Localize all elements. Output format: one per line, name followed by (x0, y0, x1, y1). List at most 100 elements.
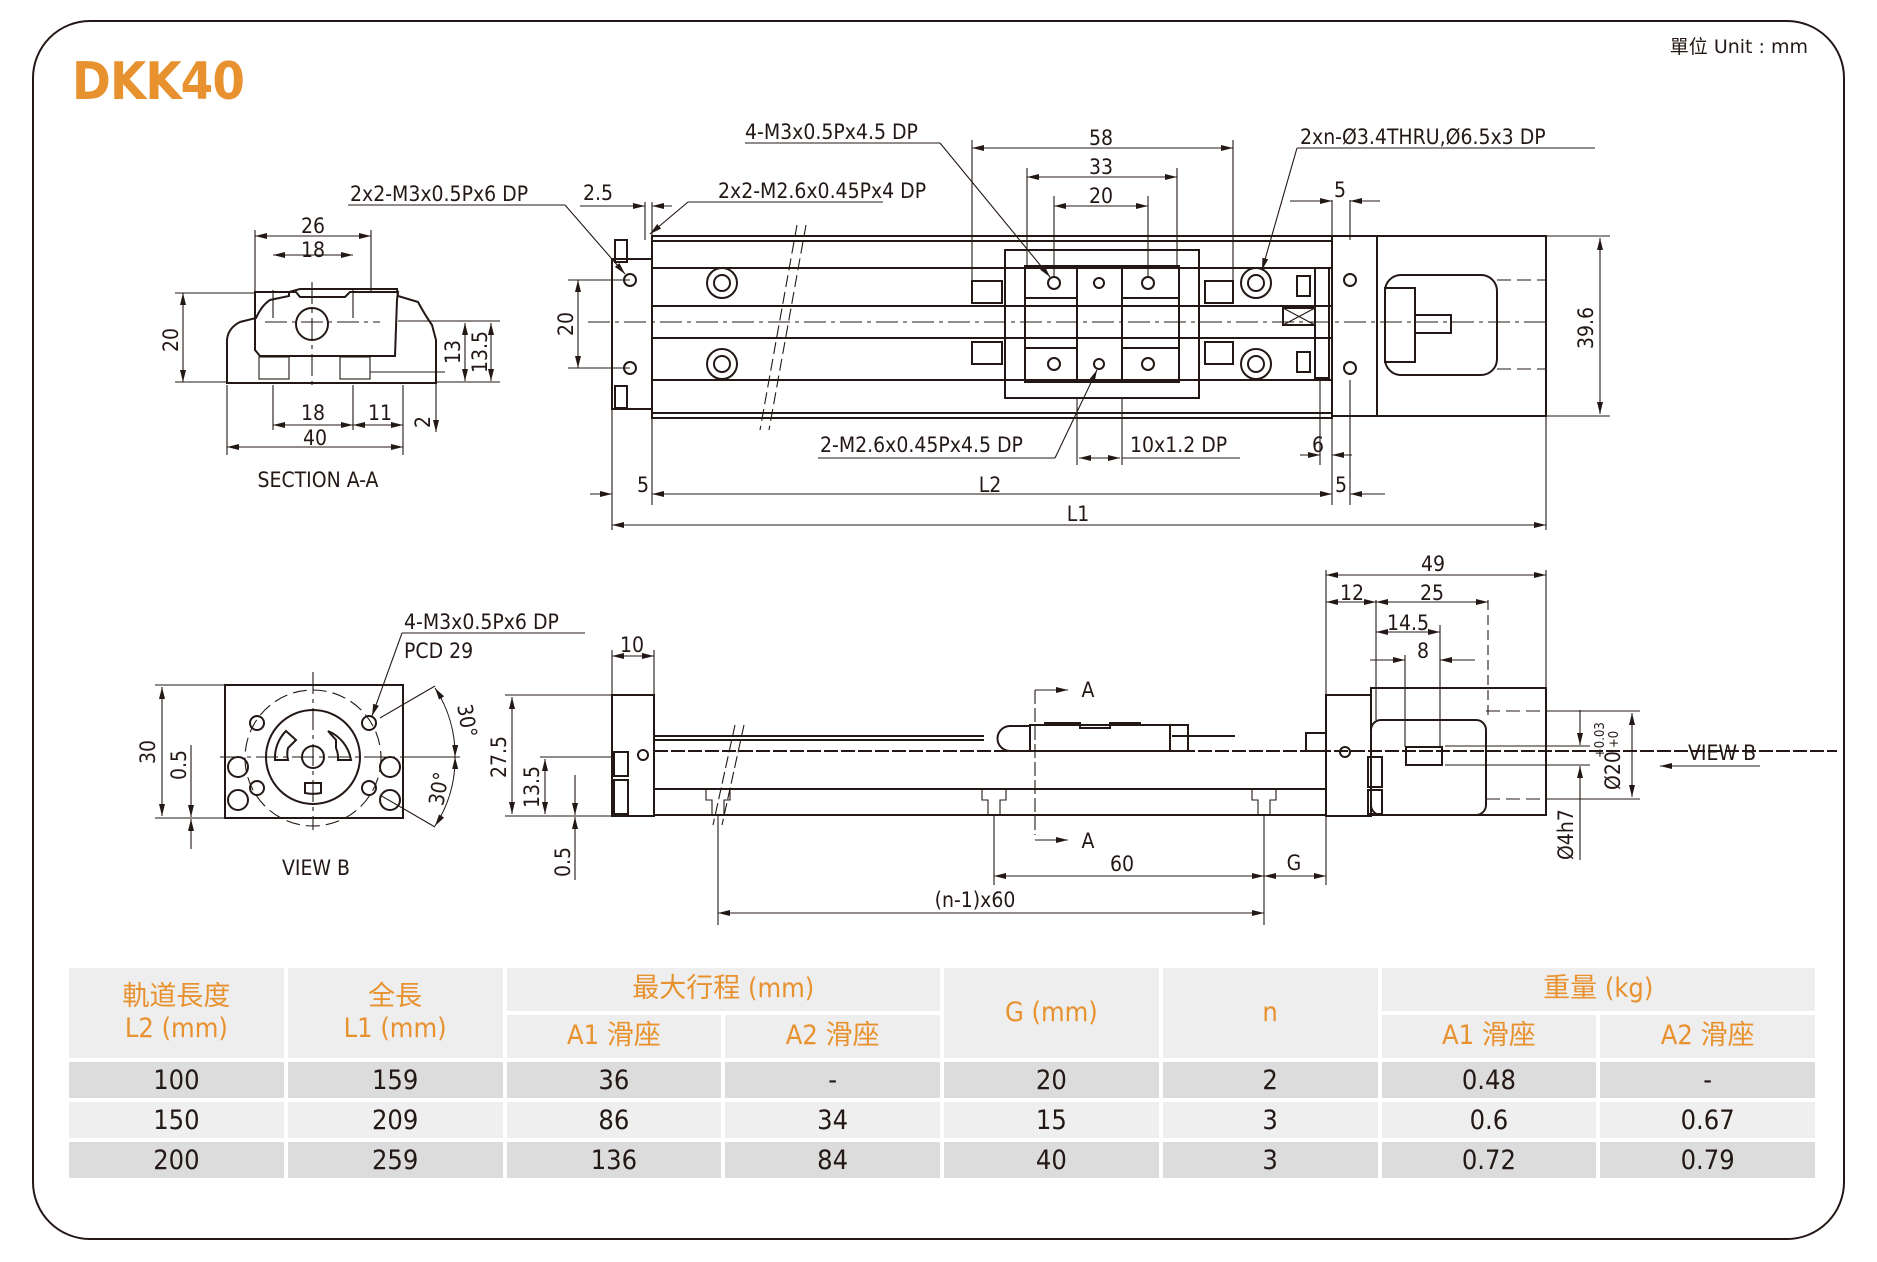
header-total-length: 全長 L1 (mm) (287, 968, 503, 1058)
cell-stroke-a2: 84 (725, 1142, 940, 1178)
dim-viewb-30: 30 (136, 740, 160, 764)
dim-section-18-top: 18 (301, 238, 325, 262)
dim-top-5-right: 5 (1335, 473, 1347, 497)
section-caption: SECTION A-A (258, 468, 379, 492)
dim-L1: L1 (1067, 502, 1090, 526)
callout-slot: 10x1.2 DP (1130, 433, 1227, 457)
dim-section-26: 26 (301, 214, 325, 238)
header-rail-length: 軌道長度 L2 (mm) (69, 968, 284, 1058)
cell-l2: 200 (69, 1142, 284, 1178)
cell-weight-a2: 0.67 (1600, 1102, 1815, 1138)
dim-top-5-left: 5 (637, 473, 649, 497)
header-g: G (mm) (944, 968, 1159, 1058)
dim-side-g: G (1287, 851, 1302, 875)
dim-top-2-5: 2.5 (583, 181, 613, 205)
dim-section-18-bottom: 18 (301, 401, 325, 425)
cell-weight-a1: 0.6 (1381, 1102, 1597, 1138)
dim-section-height-20: 20 (159, 328, 183, 352)
table-row: 100 159 36 - 20 2 0.48 - (69, 1062, 1815, 1098)
dim-top-height-20: 20 (554, 312, 578, 336)
header-weight-a2: A2 滑座 (1600, 1015, 1815, 1058)
dim-top-6: 6 (1312, 433, 1324, 457)
cell-weight-a2: - (1600, 1062, 1815, 1098)
spec-table: 軌道長度 L2 (mm) 全長 L1 (mm) 最大行程 (mm) G (mm)… (65, 964, 1819, 1182)
cell-stroke-a2: 34 (725, 1102, 940, 1138)
header-rail-length-unit: L2 (mm) (124, 1013, 228, 1044)
callout-side-tap: 2x2-M2.6x0.45Px4 DP (718, 179, 926, 203)
cell-l1: 209 (287, 1102, 503, 1138)
header-weight: 重量 (kg) (1381, 968, 1815, 1011)
header-total-length-label: 全長 (368, 980, 423, 1012)
coupling-shape (273, 729, 298, 761)
dim-side-0-5: 0.5 (551, 847, 575, 877)
dim-top-39-6: 39.6 (1574, 307, 1598, 349)
cell-l2: 100 (69, 1062, 284, 1098)
cell-stroke-a2: - (725, 1062, 940, 1098)
table-row: 200 259 136 84 40 3 0.72 0.79 (69, 1142, 1815, 1178)
view-b: 30 0.5 30° 30° 4-M3x0.5Px6 DP PCD 29 VIE… (136, 610, 585, 880)
header-rail-length-label: 軌道長度 (122, 980, 231, 1012)
section-rail-body (226, 288, 437, 384)
dim-section-2: 2 (411, 416, 435, 428)
table-row: 150 209 86 34 15 3 0.6 0.67 (69, 1102, 1815, 1138)
cell-l1: 159 (287, 1062, 503, 1098)
section-mark-bottom: A (1082, 829, 1095, 853)
dim-side-dia20-tol-lower: +0 (1607, 731, 1622, 748)
header-stroke-a1: A1 滑座 (506, 1015, 722, 1058)
header-total-length-unit: L1 (mm) (343, 1013, 447, 1044)
unit-note: 單位 Unit : mm (1669, 36, 1808, 58)
cell-stroke-a1: 136 (506, 1142, 722, 1178)
dim-side-49: 49 (1421, 552, 1445, 576)
header-weight-a1: A1 滑座 (1381, 1015, 1597, 1058)
callout-viewb-pcd: PCD 29 (404, 639, 473, 663)
dim-top-5-upper: 5 (1334, 178, 1346, 202)
cell-l1: 259 (287, 1142, 503, 1178)
dim-section-40: 40 (303, 426, 327, 450)
cell-g: 20 (944, 1062, 1159, 1098)
dim-section-13-5: 13.5 (468, 331, 492, 373)
dim-viewb-angle-top: 30° (452, 702, 481, 739)
cell-weight-a1: 0.48 (1381, 1062, 1597, 1098)
carriage (971, 249, 1330, 399)
motor-end (1331, 235, 1547, 417)
dim-side-14-5: 14.5 (1387, 611, 1429, 635)
dim-side-10: 10 (620, 633, 644, 657)
section-a-a-view: 26 18 20 13 13.5 2 18 11 40 SECTION A-A (159, 214, 500, 492)
dim-top-20: 20 (1089, 184, 1113, 208)
dim-top-58: 58 (1089, 126, 1113, 150)
cell-g: 15 (944, 1102, 1159, 1138)
cell-weight-a1: 0.72 (1381, 1142, 1597, 1178)
dim-viewb-angle-bottom: 30° (424, 770, 453, 807)
cell-n: 3 (1162, 1102, 1378, 1138)
dim-side-span: (n-1)x60 (935, 888, 1016, 912)
section-mark-top: A (1082, 678, 1095, 702)
callout-carriage-tap: 4-M3x0.5Px4.5 DP (745, 120, 918, 144)
cell-stroke-a1: 36 (506, 1062, 722, 1098)
callout-viewb-tap: 4-M3x0.5Px6 DP (404, 610, 559, 634)
dim-viewb-0-5: 0.5 (167, 750, 191, 780)
dim-top-33: 33 (1089, 155, 1113, 179)
cell-n: 3 (1162, 1142, 1378, 1178)
cell-stroke-a1: 86 (506, 1102, 722, 1138)
top-view: 5 L2 5 L1 6 10x1.2 DP 2-M2.6x0.45Px4.5 D… (348, 120, 1610, 530)
cell-l2: 150 (69, 1102, 284, 1138)
cell-n: 2 (1162, 1062, 1378, 1098)
page-frame (32, 20, 1845, 1240)
view-b-arrow-label: VIEW B (1688, 741, 1756, 765)
side-carriage (996, 725, 1031, 752)
dim-section-11: 11 (368, 401, 392, 425)
dim-side-12: 12 (1340, 581, 1364, 605)
section-carriage (254, 291, 400, 357)
dim-section-13: 13 (441, 340, 465, 364)
model-title: DKK40 (72, 52, 245, 112)
end-holes (623, 273, 1357, 375)
dim-side-8: 8 (1417, 639, 1429, 663)
mount-holes (706, 267, 1272, 380)
header-max-stroke: 最大行程 (mm) (506, 968, 940, 1011)
cell-weight-a2: 0.79 (1600, 1142, 1815, 1178)
dim-L2: L2 (979, 473, 1002, 497)
callout-mount-holes: 2xn-Ø3.4THRU,Ø6.5x3 DP (1300, 125, 1546, 149)
header-stroke-a2: A2 滑座 (725, 1015, 940, 1058)
dim-side-dia4: Ø4h7 (1554, 809, 1578, 860)
